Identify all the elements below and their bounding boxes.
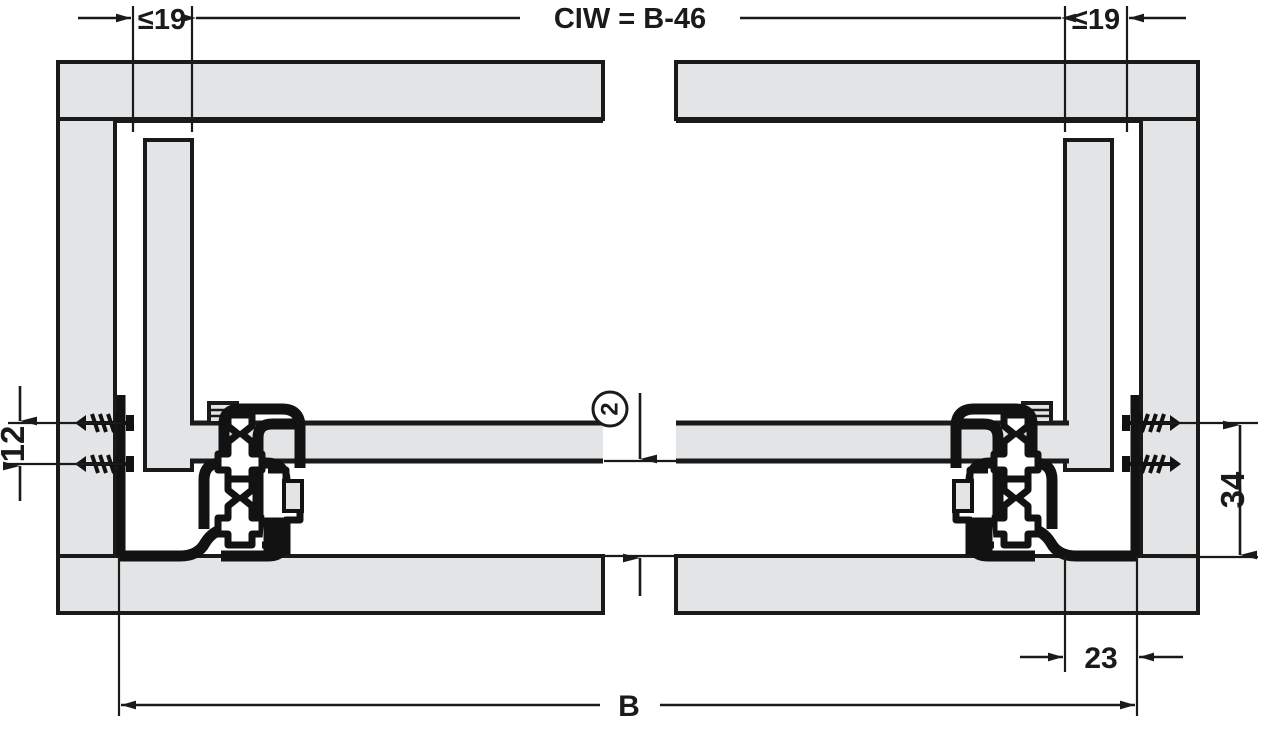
mounting-screw-right-upper [1122, 413, 1181, 433]
mounting-screw-right-lower [1122, 454, 1181, 474]
callout-2-label: 2 [597, 402, 624, 415]
dimension-23-label: 23 [1084, 642, 1117, 675]
dimension-ciw-label: CIW = B-46 [554, 3, 706, 35]
drawer-bottom-panel [190, 420, 1069, 464]
dimension-b-label: B [618, 690, 640, 723]
slide-assembly-left [116, 395, 306, 562]
dimension-left-gap-label: ≤19 [138, 4, 186, 36]
slide-latch-left [262, 466, 304, 556]
slide-latch-right [952, 466, 994, 556]
ball-bearing-lower-right [990, 475, 1042, 549]
dimension-34-label: 34 [1214, 471, 1251, 508]
slide-assembly-right [950, 395, 1140, 562]
extension-lines [8, 6, 1258, 716]
dimension-12-label: 12 [0, 426, 31, 463]
callout-2: 2 [591, 390, 657, 596]
ball-bearing-lower-left [214, 475, 266, 549]
cabinet-carcase [56, 60, 1200, 615]
drawer-side-panels [143, 138, 1114, 472]
ball-bearing-upper-left [214, 411, 266, 485]
ball-bearing-upper-right [990, 411, 1042, 485]
dimension-right-gap-label: ≤19 [1072, 4, 1120, 36]
drawer-box-outline [113, 119, 1143, 558]
